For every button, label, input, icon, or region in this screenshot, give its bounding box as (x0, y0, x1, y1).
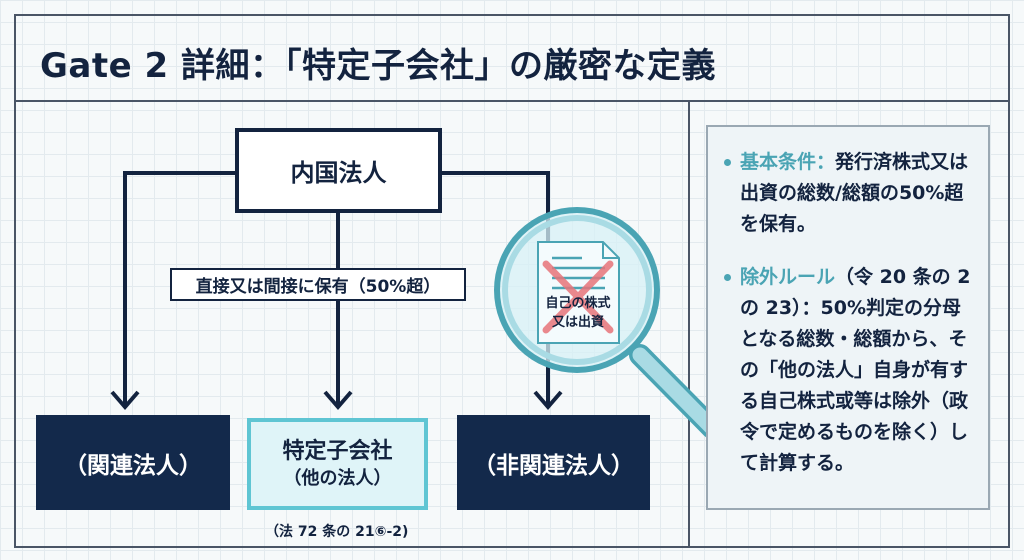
doc-line-1: 自己の株式 (545, 296, 611, 311)
other-corp-label: （他の法人） (283, 467, 392, 489)
parent-label: 内国法人 (290, 159, 387, 187)
arrow-right-head (533, 390, 563, 411)
arrow-center-head (323, 390, 353, 411)
law-reference: （法 72 条の 21⑥-2) (265, 524, 409, 540)
magnified-document-label: 自己の株式 又は出資 (540, 294, 616, 332)
info-item-basic: 基本条件：発行済株式又は出資の総数/総額の50%超を保有。 (724, 147, 972, 240)
unrelated-corp-node: （非関連法人） (457, 415, 650, 510)
edge-label-text: 直接又は間接に保有（50%超） (195, 277, 441, 297)
diagram-frame (14, 14, 1010, 548)
edge-label: 直接又は間接に保有（50%超） (170, 268, 466, 301)
panel-divider (688, 100, 690, 548)
parent-node: 内国法人 (235, 128, 442, 213)
unrelated-corp-label: （非関連法人） (473, 452, 634, 479)
specified-subsidiary-label: 特定子会社 (282, 439, 393, 464)
info-panel: 基本条件：発行済株式又は出資の総数/総額の50%超を保有。 除外ルール（令 20… (706, 125, 990, 510)
doc-line-2: 又は出資 (551, 315, 604, 330)
title-divider (14, 100, 1010, 102)
info-item-exclusion: 除外ルール（令 20 条の 2 の 23）：50%判定の分母となる総数・総額から… (724, 262, 972, 479)
info-heading: 除外ルール (740, 266, 836, 288)
info-body: （令 20 条の 2 の 23）：50%判定の分母となる総数・総額から、その「他… (740, 266, 971, 474)
specified-subsidiary-node: 特定子会社 （他の法人） (247, 418, 428, 510)
info-body: 発行済株式又は出資の総数/総額の50%超を保有。 (740, 151, 969, 235)
related-corp-label: （関連法人） (64, 452, 202, 479)
connector-left (123, 171, 235, 405)
cross-icon (542, 260, 614, 334)
arrow-left-head (110, 390, 140, 411)
related-corp-node: （関連法人） (36, 415, 230, 510)
bullet-icon (724, 159, 731, 166)
bullet-icon (724, 274, 731, 281)
info-heading: 基本条件： (740, 151, 836, 173)
page-title: Gate 2 詳細：「特定子会社」の厳密な定義 (40, 46, 716, 86)
